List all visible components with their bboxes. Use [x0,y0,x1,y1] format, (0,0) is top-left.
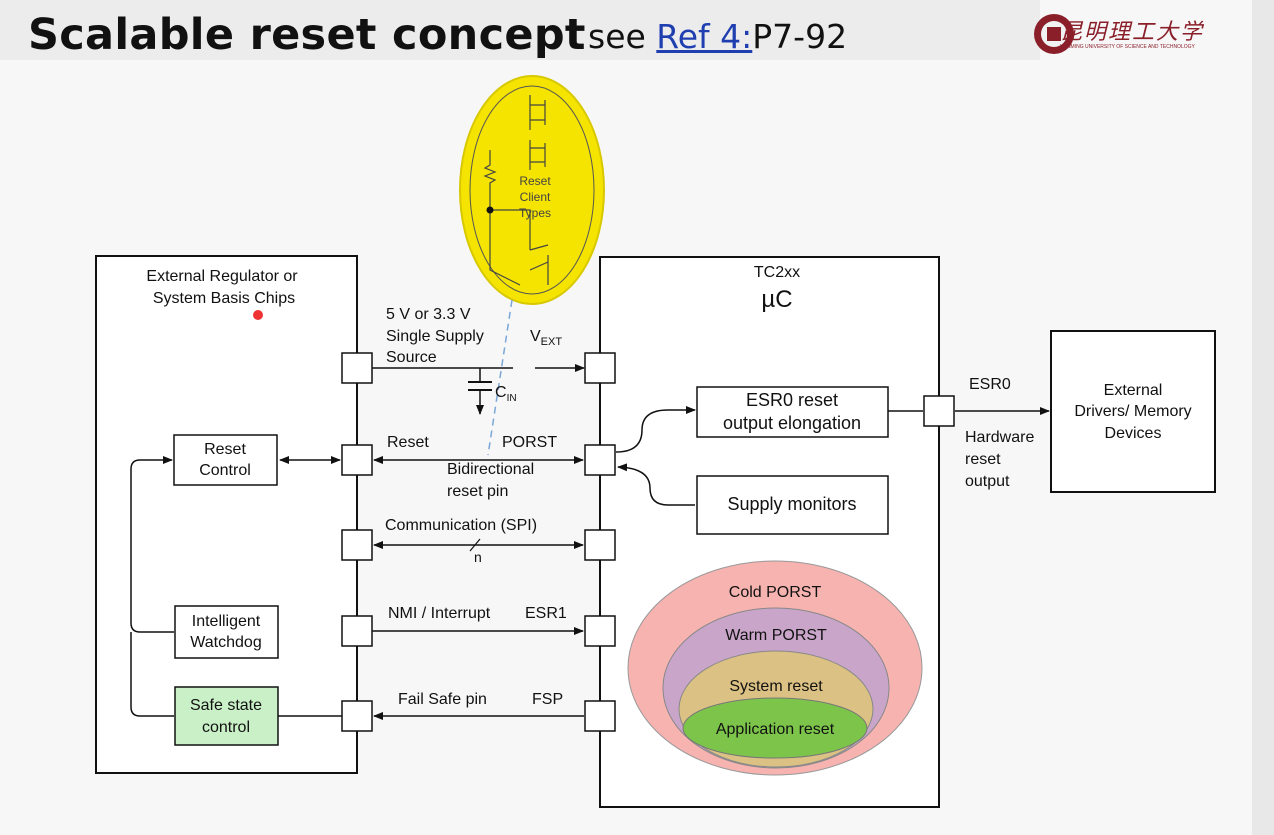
pin-ext-fsp [341,700,373,732]
system-reset-label: System reset [729,678,823,695]
supply-line2: Single Supply [386,328,484,345]
porst-label: PORST [502,434,557,451]
safe-state-box [174,686,279,746]
ext-drivers-line3: Devices [1105,425,1162,442]
supply-line1: 5 V or 3.3 V [386,306,471,323]
ext-drivers-line1: External [1104,382,1163,399]
comm-label: Communication (SPI) [385,517,537,534]
watchdog-feedback [130,456,174,633]
n-label: n [474,549,482,565]
reset-control-line1: Reset [204,441,246,458]
esr1-label: ESR1 [525,605,567,622]
pin-ext-supply [341,352,373,384]
bidir-line1: Bidirectional [447,461,534,478]
supply-monitors-label: Supply monitors [727,494,856,514]
reset-client-line2: Client [520,190,551,204]
ref-link[interactable]: Ref 4: [656,17,753,56]
watchdog-line2: Watchdog [190,634,261,651]
pin-ext-spi [341,529,373,561]
reset-client-highlight [459,75,605,305]
ext-regulator-line2: System Basis Chips [153,290,295,307]
hw-reset-line1: Hardware [965,429,1034,446]
pin-mcu-spi [584,529,616,561]
university-subname: KUNMING UNIVERSITY OF SCIENCE AND TECHNO… [1060,44,1195,50]
pins [341,352,955,732]
pin-vext [584,352,616,384]
esr0-box-line1: ESR0 reset [746,390,838,410]
warm-porst-label: Warm PORST [725,627,827,644]
supply-line3: Source [386,349,437,366]
cursor-dot-icon [253,310,263,320]
title-bar [0,0,1040,60]
esr0-elongation-box [696,386,889,438]
supply-monitor-arrow [617,463,695,506]
fail-safe-label: Fail Safe pin [398,691,487,708]
bidir-line2: reset pin [447,483,508,500]
esr0-box-line2: output elongation [723,413,861,433]
pin-esr1 [584,615,616,647]
reset-client-line3: Types [519,206,551,220]
slide-title: Scalable reset concept [28,10,586,60]
see-prefix: see [588,17,657,56]
ext-regulator-line1: External Regulator or [146,268,298,285]
reset-client-outline [469,85,595,295]
safe-state-feedback [130,632,174,717]
reset-label: Reset [387,434,429,451]
reset-client-line1: Reset [519,174,551,188]
mcu-name: TC2xx [754,264,800,281]
watchdog-line1: Intelligent [192,613,261,630]
university-logo-icon [1034,14,1074,54]
fsp-label: FSP [532,691,563,708]
porst-to-esr0 [615,406,696,453]
nmi-label: NMI / Interrupt [388,605,491,622]
university-name: 昆明理工大学 [1060,20,1205,45]
side-strip [1252,0,1274,835]
bus-slash [469,538,481,552]
supply-monitors-box [696,475,889,535]
safe-state-line1: Safe state [190,697,262,714]
esr0-label: ESR0 [969,376,1011,393]
pin-porst [584,444,616,476]
external-drivers-box [1050,330,1216,493]
mcu-label: µC [761,286,792,313]
hw-reset-line3: output [965,473,1010,490]
reference-note: see Ref 4:P7-92 [588,17,847,56]
vext-label: VEXT [530,328,562,348]
pin-esr0 [923,395,955,427]
app-reset-label: Application reset [716,721,835,738]
pin-ext-nmi [341,615,373,647]
safe-state-line2: control [202,719,250,736]
reset-client-pointer [487,299,513,456]
cold-porst-label: Cold PORST [729,584,822,601]
cin-label: CIN [495,384,517,404]
pin-ext-reset [341,444,373,476]
watchdog-box [174,605,279,659]
pin-fsp [584,700,616,732]
ext-drivers-line2: Drivers/ Memory [1074,403,1191,420]
ref-page: P7-92 [752,17,848,56]
application-reset-ellipse [682,697,868,759]
junction-dot [486,206,494,214]
hw-reset-line2: reset [965,451,1001,468]
transistor-schematic-icon [483,95,549,286]
reset-control-box [173,434,278,486]
reset-control-line2: Control [199,462,251,479]
